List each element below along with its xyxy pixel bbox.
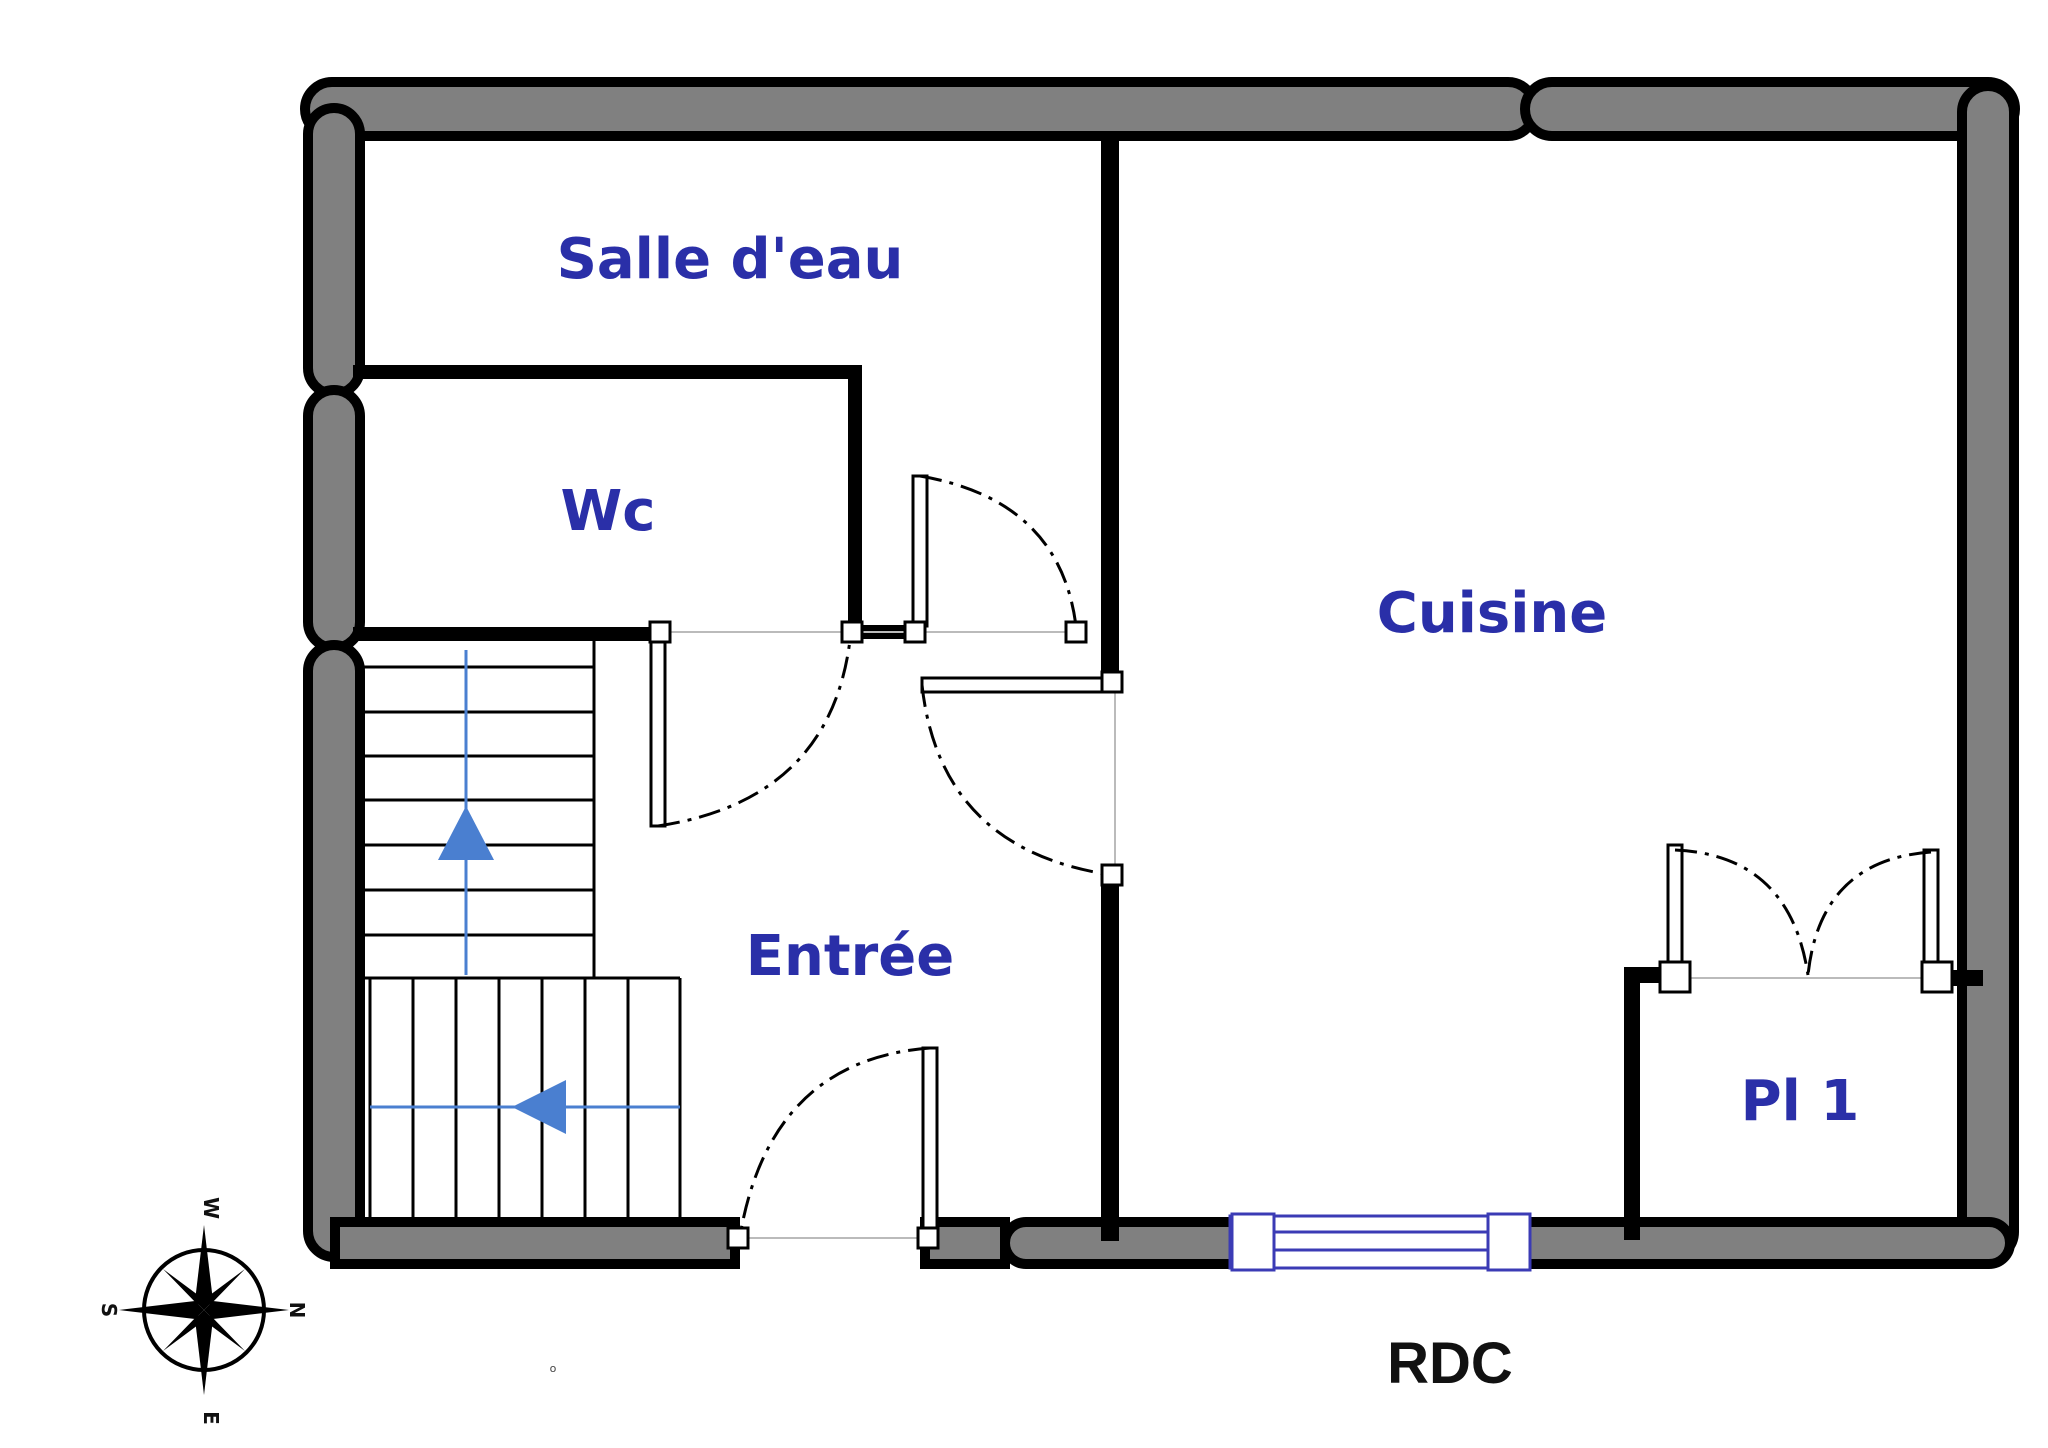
stair-direction-arrows — [370, 650, 680, 1134]
small-mark: o — [550, 1362, 557, 1375]
compass-star-icon — [119, 1225, 289, 1395]
compass-north-label: N — [285, 1302, 309, 1319]
compass-south-label: S — [97, 1303, 121, 1317]
compass-rose: W E S N — [97, 1197, 309, 1425]
room-label-placard: Pl 1 — [1741, 1069, 1860, 1134]
interior-walls — [353, 131, 1983, 1241]
compass-west-label: W — [199, 1197, 223, 1219]
floor-title: RDC — [1387, 1331, 1513, 1396]
compass-east-label: E — [199, 1411, 223, 1425]
window — [1228, 1212, 1532, 1272]
room-label-cuisine: Cuisine — [1377, 581, 1608, 646]
doors — [648, 474, 1954, 1250]
room-label-entree: Entrée — [746, 924, 954, 989]
staircase — [360, 636, 682, 1224]
room-label-salle-deau: Salle d'eau — [557, 227, 904, 292]
room-label-wc: Wc — [561, 479, 656, 544]
